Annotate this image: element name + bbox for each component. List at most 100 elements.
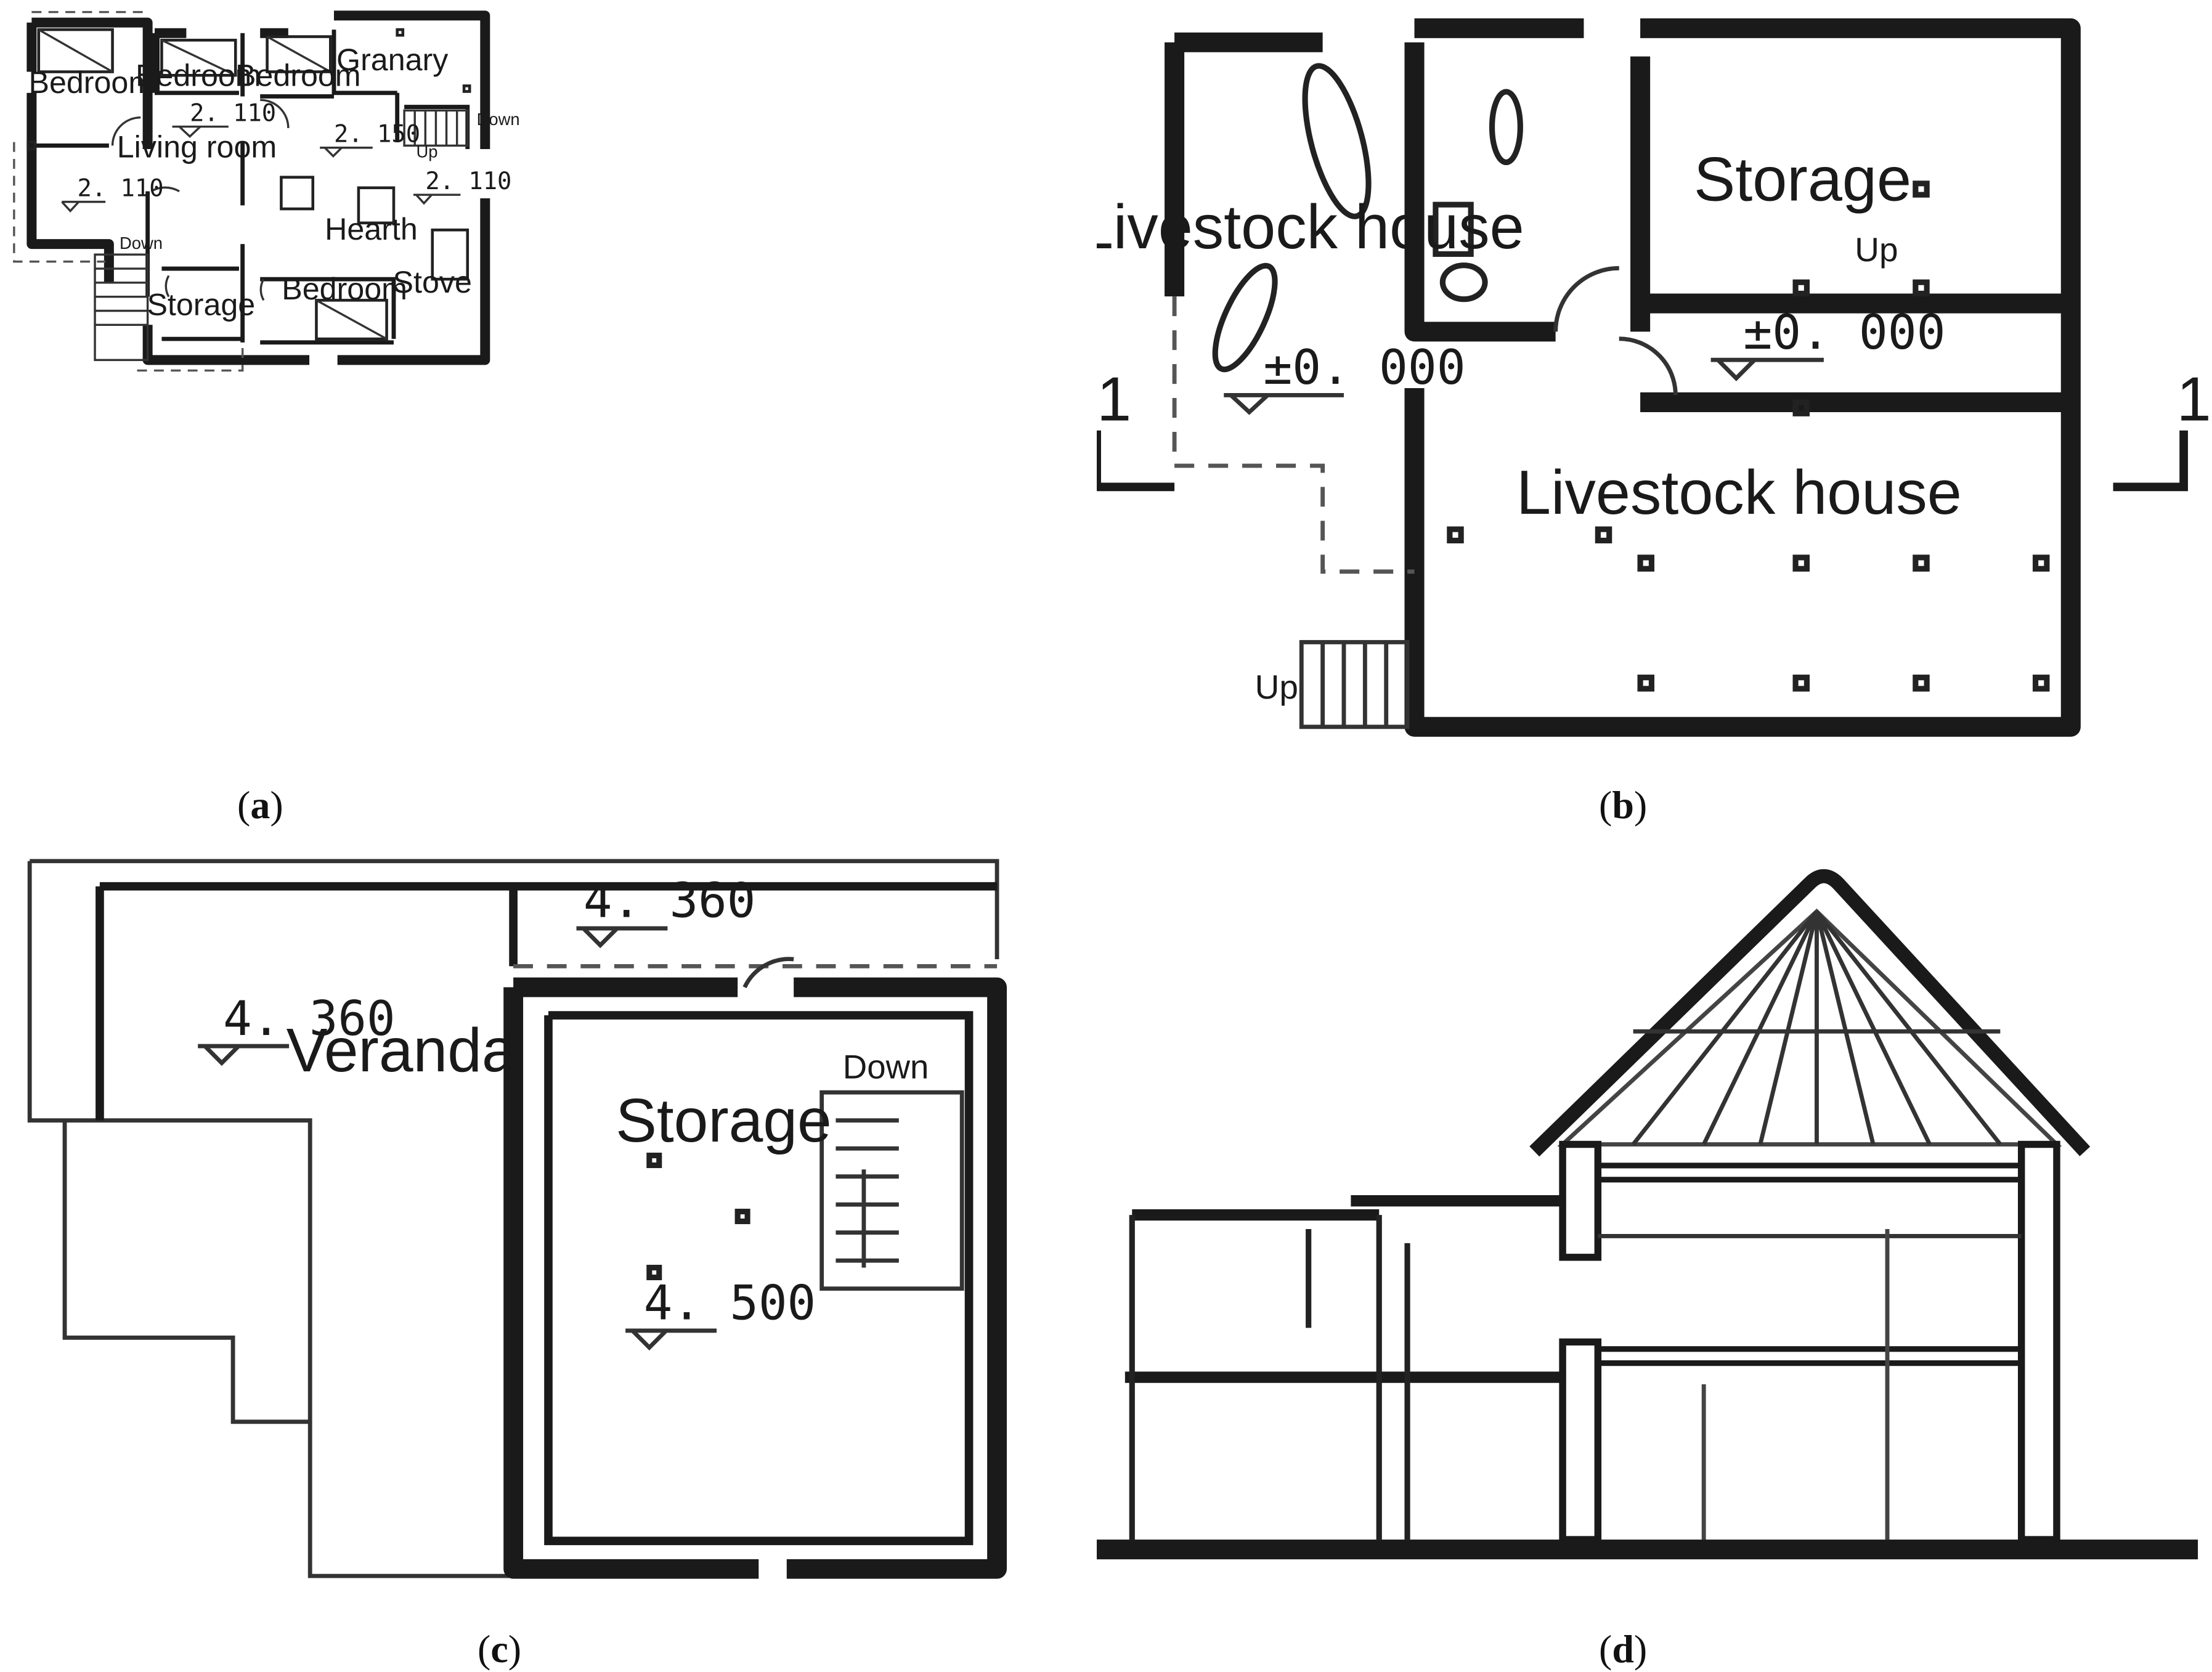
room-label-livestock-house: Livestock house: [1516, 458, 1962, 527]
door-swing: [150, 186, 180, 193]
elevation-marker: 4. 500: [625, 1276, 816, 1351]
stair-ne: [403, 109, 469, 147]
sink: [1439, 262, 1488, 302]
stair: [819, 1090, 964, 1291]
elevation-value: 2. 110: [425, 168, 511, 195]
section-cut-right: [2113, 430, 2188, 492]
bed-diagonal: [266, 35, 331, 73]
column: [646, 1265, 662, 1281]
bed: [37, 28, 114, 73]
bed: [266, 35, 332, 73]
pier: [26, 140, 37, 151]
elevation-marker: ±0. 000: [1710, 305, 1946, 381]
floor-plan-a: Bedroom Bedroom Bedroom Granary Living r…: [0, 0, 1097, 776]
rafters: [1631, 910, 2003, 1146]
elevation-value: ±0. 000: [1743, 305, 1945, 360]
exterior-wall: [1165, 18, 2081, 737]
section-mark: 1: [1097, 365, 1131, 434]
room-label-bedroom: Bedroom: [29, 65, 155, 100]
door-swing: [260, 99, 290, 128]
pier: [396, 28, 405, 37]
section-drawing-d-svg: [1097, 869, 2198, 1560]
bed: [160, 38, 237, 77]
elevation-value: 4. 360: [583, 874, 755, 929]
interior-posts: [1701, 1229, 1890, 1540]
elevation-marker: ±0. 000: [1224, 340, 1466, 415]
caption-letter: c: [490, 1627, 508, 1671]
section-drawing-d: [1097, 847, 2212, 1611]
stair-note-up: Up: [1855, 230, 1898, 269]
annex-floors: [1124, 1209, 1563, 1383]
pier: [462, 84, 471, 93]
room-label-veranda: Veranda: [287, 1016, 516, 1085]
stair-note-up: Up: [1255, 668, 1298, 706]
floor-plan-c: Veranda Storage Down 4. 360 4. 360 4. 50…: [0, 847, 1097, 1611]
elevation-marker: 2. 110: [413, 168, 511, 205]
bed-diagonal: [315, 299, 388, 340]
column: [734, 1209, 750, 1225]
storage-exterior-wall: [503, 977, 1007, 1579]
caption-letter: b: [1612, 783, 1634, 827]
floor-plan-a-drawing: Bedroom Bedroom Bedroom Granary Living r…: [13, 10, 520, 372]
toilet: [1489, 89, 1523, 166]
elevation-value: 2. 150: [334, 121, 420, 148]
stair-sw: [1299, 639, 1410, 729]
caption-a: (a): [237, 782, 283, 828]
door-swing: [1619, 336, 1678, 396]
columns: [1447, 181, 2050, 692]
floor-plan-b-drawing: 1 1 Livestock house Storage Livestock ho…: [1097, 18, 2211, 737]
room-label-hearth: Hearth: [325, 212, 418, 246]
caption-paren: (: [478, 1627, 491, 1671]
elevation-value: 2. 110: [78, 175, 164, 203]
stair-note-down: Down: [477, 110, 520, 129]
roof-truss: [1557, 908, 2062, 1146]
elevation-marker: 2. 150: [320, 121, 420, 158]
animal-figure: [1302, 63, 1372, 219]
bed-diagonal: [38, 28, 113, 73]
exterior-wall-north: [150, 10, 490, 150]
caption-paren: (: [237, 783, 251, 827]
bed-diagonal: [161, 39, 236, 76]
annex-posts: [1129, 1215, 1410, 1540]
floor-plan-c-drawing: Veranda Storage Down 4. 360 4. 360 4. 50…: [27, 859, 1007, 1579]
elevation-value: ±0. 000: [1263, 340, 1465, 396]
veranda-edge: [96, 882, 998, 1121]
storage-interior-wall: [544, 1011, 974, 1546]
interior-walls: [31, 30, 470, 345]
elevation-marker: 4. 360: [198, 991, 396, 1066]
wall-section: [1559, 1140, 1602, 1261]
room-label-living-room: Living room: [117, 130, 277, 164]
caption-paren: ): [508, 1627, 522, 1671]
hearth-bench: [357, 186, 396, 225]
room-label-bedroom: Bedroom: [282, 272, 407, 306]
room-label-stove: Stove: [393, 265, 472, 299]
room-label-bedroom: Bedroom: [136, 58, 261, 92]
thatched-roof: [1529, 869, 2091, 1157]
upper-floor: [1595, 1163, 2025, 1183]
shower: [1433, 201, 1474, 257]
ground-line: [1097, 1540, 2198, 1560]
caption-b: (b): [1599, 782, 1647, 828]
section-mark: 1: [2177, 365, 2211, 434]
exterior-wall-east: [337, 198, 490, 365]
section-cut-left: [1097, 430, 1175, 492]
veranda-outline: [27, 859, 999, 1578]
floor-plan-b: 1 1 Livestock house Storage Livestock ho…: [1097, 0, 2212, 776]
stair-sw: [94, 253, 149, 362]
door-swing: [742, 957, 794, 989]
wall-section: [1559, 1338, 1602, 1543]
room-label-storage: Storage: [616, 1086, 832, 1155]
room-label-granary: Granary: [336, 43, 448, 77]
room-label-storage: Storage: [147, 287, 255, 322]
caption-c: (c): [478, 1626, 521, 1672]
caption-paren: ): [1633, 783, 1648, 827]
middle-floor: [1595, 1346, 2025, 1366]
stair-note-down: Down: [120, 233, 163, 253]
wall-section: [2017, 1140, 2060, 1543]
stove-block: [431, 228, 470, 281]
room-label-livestock-house: Livestock house: [1097, 193, 1524, 262]
elevation-value: 4. 500: [644, 1276, 816, 1331]
stair-note-up: Up: [416, 142, 437, 161]
stair-note-down: Down: [843, 1048, 929, 1086]
caption-letter: d: [1612, 1627, 1634, 1671]
